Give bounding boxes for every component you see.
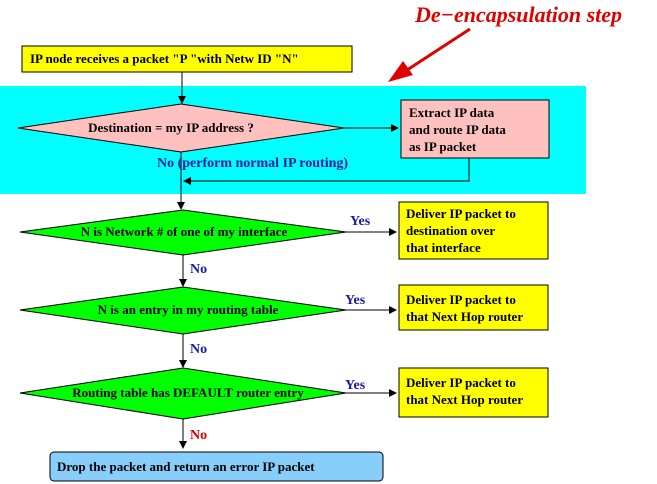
deliver-interface-box: [398, 201, 549, 260]
extract-line-2: and route IP data: [409, 122, 506, 137]
terminal-box: [49, 451, 384, 482]
yes-label-default-router: Yes: [345, 378, 366, 393]
decision-destination-text: Destination = my IP address ?: [88, 120, 254, 135]
decision-default-router-text: Routing table has DEFAULT router entry: [72, 385, 304, 400]
deliver-nexthop-2-line-1: Deliver IP packet to: [406, 375, 516, 390]
no-label-network: No: [190, 262, 207, 277]
deliver-nexthop-1-line-1: Deliver IP packet to: [406, 292, 516, 307]
title: De−encapsulation step: [414, 2, 622, 27]
deliver-nexthop-1-line-2: that Next Hop router: [406, 309, 523, 324]
start-box: [21, 45, 353, 73]
deliver-nexthop-2-line-2: that Next Hop router: [406, 392, 523, 407]
deliver-interface-line-3: that interface: [406, 240, 481, 255]
no-label-routing: No (perform normal IP routing): [157, 156, 348, 171]
decision-network-text: N is Network # of one of my interface: [81, 224, 288, 239]
deliver-nexthop-box-1: [398, 284, 549, 331]
no-label-routing-table: No: [190, 342, 207, 357]
no-label-default-router: No: [190, 428, 207, 443]
extract-line-1: Extract IP data: [409, 105, 495, 120]
decision-routing-table-text: N is an entry in my routing table: [98, 302, 279, 317]
yes-label-network: Yes: [350, 214, 371, 229]
deliver-interface-line-1: Deliver IP packet to: [406, 206, 516, 221]
title-arrow: [388, 27, 471, 82]
deliver-interface-line-2: destination over: [406, 223, 495, 238]
start-text: IP node receives a packet "P "with Netw …: [30, 51, 299, 66]
extract-line-3: as IP packet: [409, 139, 477, 154]
yes-label-routing-table: Yes: [345, 293, 366, 308]
terminal-text: Drop the packet and return an error IP p…: [57, 459, 315, 474]
deliver-nexthop-box-2: [398, 367, 549, 418]
extract-box: [400, 99, 550, 159]
